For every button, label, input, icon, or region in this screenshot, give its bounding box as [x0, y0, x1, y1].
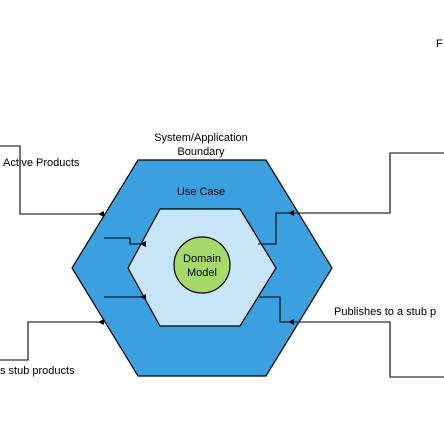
arrowhead [98, 211, 104, 217]
publishes-label: Publishes to a stub p [334, 306, 436, 318]
connector-publishes [258, 296, 444, 378]
connector-left-inner-top [104, 237, 146, 245]
boundary-label-line2: Boundary [177, 146, 225, 158]
arrowhead [288, 210, 294, 216]
stub-products-label: s stub products [0, 365, 75, 377]
arrowhead [140, 294, 146, 300]
domain-label-line2: Model [187, 267, 217, 279]
arrowhead [288, 319, 294, 325]
arrowheads [98, 210, 294, 325]
connector-right-inner-top [258, 152, 444, 245]
domain-label-line1: Domain [183, 253, 221, 265]
arrowhead [140, 241, 146, 247]
connector-active-products [0, 145, 104, 215]
boundary-label-line1: System/Application [154, 132, 248, 144]
active-products-label: Active Products [3, 157, 80, 169]
connectors [0, 145, 444, 378]
domain-model-circle [173, 236, 231, 294]
corner-label: F [436, 38, 443, 50]
arrowhead [98, 319, 104, 325]
connector-stub-products [0, 321, 104, 361]
use-case-label: Use Case [177, 186, 225, 198]
